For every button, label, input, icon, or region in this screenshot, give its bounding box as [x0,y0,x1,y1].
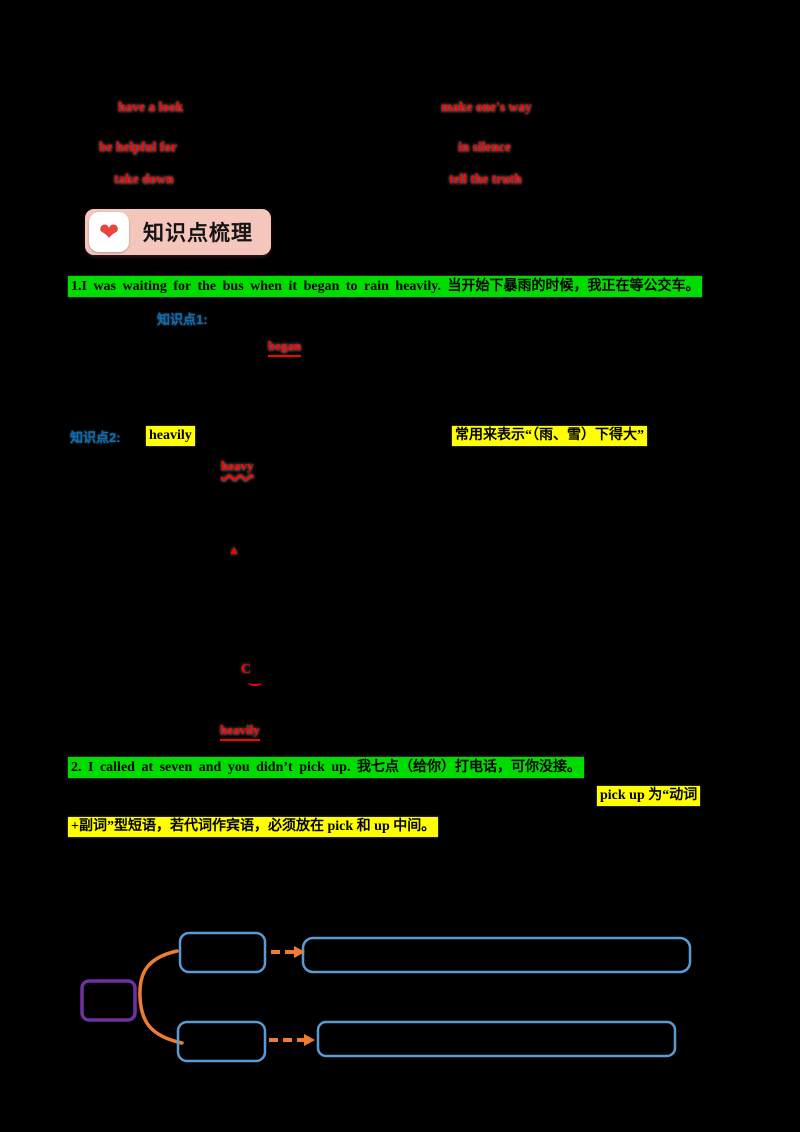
brace-connector [138,949,184,1045]
detail-top-box [301,936,692,974]
kp2-word-heavily: heavily [146,426,195,446]
kp2-word-heavily-2: heavily [220,722,260,741]
kp2-label: 知识点2: [70,430,121,445]
heart-icon: ❤ [89,212,129,252]
pickup-note-line1: pick up 为“动词 [597,786,701,806]
kp1-label: 知识点1: [157,312,208,327]
phrase-have-a-look: have a look [118,99,184,114]
red-squiggle [248,679,262,686]
branch-top-box [178,931,267,974]
connector-top-arrow [294,946,305,958]
kp2-note: 常用来表示“（雨、雪）下得大” [452,426,647,446]
section-title: 知识点梳理 [143,222,253,245]
pickup-note-line2: +副词”型短语，若代词作宾语，必须放在 pick 和 up 中间。 [68,817,439,837]
example-sentence-1: 1.I was waiting for the bus when it bega… [68,276,703,297]
phrase-in-silence: in silence [458,139,511,154]
phrase-be-helpful-for: be helpful for [99,139,178,154]
section-header: ❤ 知识点梳理 [85,209,271,255]
phrase-make-ones-way: make one's way [441,99,532,114]
triangle-marker: ▲ [228,543,240,557]
phrase-tell-the-truth: tell the truth [449,171,522,186]
connector-bottom-arrow [304,1034,315,1046]
kp2-word-heavy: heavy [221,458,254,473]
phrase-take-down: take down [114,171,174,186]
detail-bottom-box [316,1020,677,1058]
example-sentence-2: 2. I called at seven and you didn’t pick… [68,757,584,778]
letter-c-marker: C [241,662,252,677]
mindmap-diagram [80,931,692,1063]
branch-bottom-box [176,1020,267,1063]
kp1-word-began: began [268,338,302,357]
root-node-box [80,979,137,1022]
